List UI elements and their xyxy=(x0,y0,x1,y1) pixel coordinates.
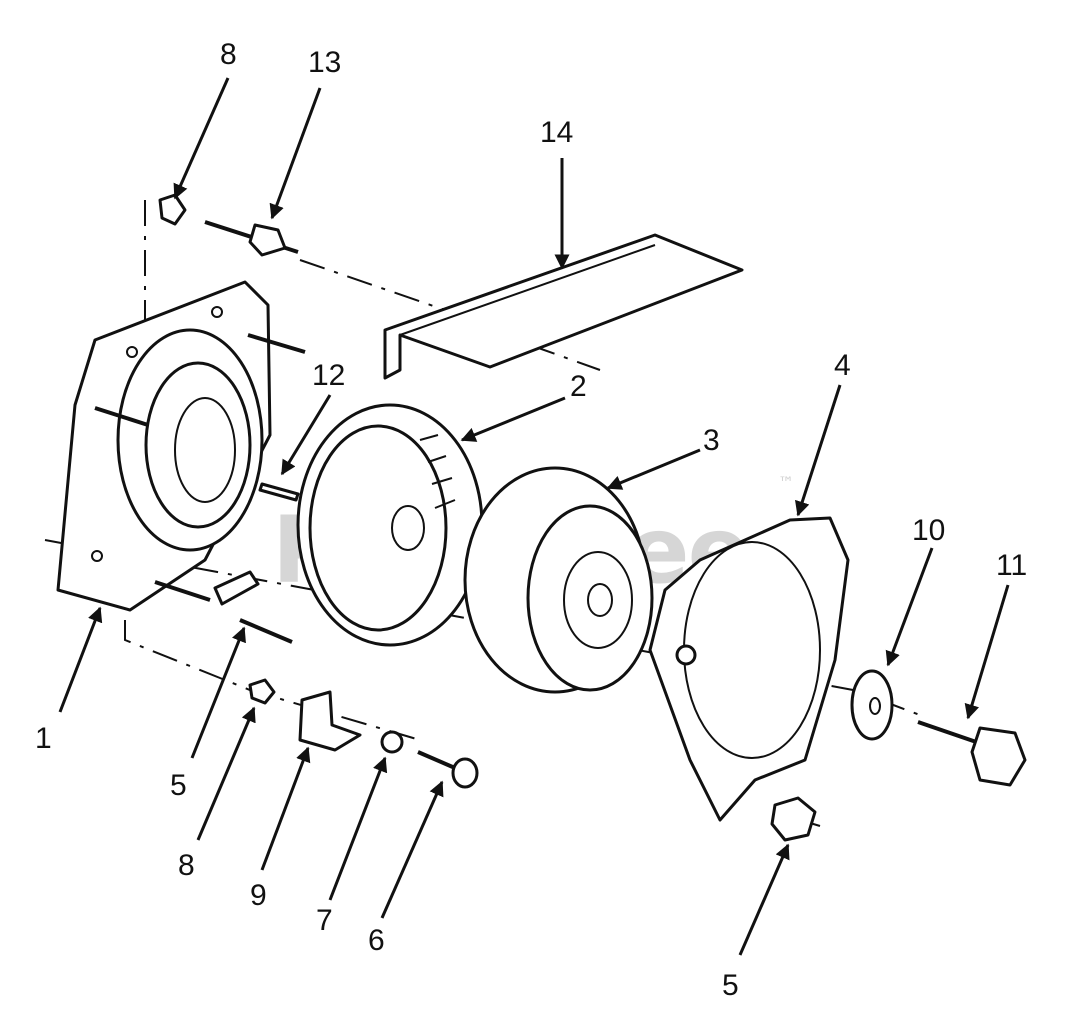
part-10-washer xyxy=(850,669,894,741)
callout-12: 12 xyxy=(312,359,345,392)
callout-10: 10 xyxy=(912,514,945,547)
callout-8-upper: 8 xyxy=(220,38,237,71)
callout-9: 9 xyxy=(250,879,267,912)
callout-1: 1 xyxy=(35,722,52,755)
leader-lines xyxy=(58,77,1010,956)
part-3-pulley xyxy=(463,466,654,694)
callout-13: 13 xyxy=(308,46,341,79)
part-7-washer xyxy=(380,730,404,754)
callout-8-lower: 8 xyxy=(178,849,195,882)
callout-2: 2 xyxy=(570,370,587,403)
part-9-bracket xyxy=(298,690,362,752)
callout-7: 7 xyxy=(316,904,333,937)
callout-6: 6 xyxy=(368,924,385,957)
watermark-trademark: ™ xyxy=(778,473,794,492)
callout-14: 14 xyxy=(540,116,573,149)
part-4-cover xyxy=(648,516,850,822)
part-12-key xyxy=(258,482,300,502)
part-8-nut-lower xyxy=(248,678,276,705)
callout-4: 4 xyxy=(834,349,851,382)
part-14-belt-guard xyxy=(383,233,744,380)
part-5-spring xyxy=(239,618,293,644)
callout-5-left: 5 xyxy=(170,769,187,802)
part-13-stud xyxy=(204,220,299,257)
part-2-pulley xyxy=(296,403,484,647)
callout-3: 3 xyxy=(703,424,720,457)
callout-11: 11 xyxy=(996,549,1027,582)
part-6-bolt xyxy=(417,750,479,789)
part-8-nut-upper xyxy=(158,193,187,226)
callout-5-right: 5 xyxy=(722,969,739,1002)
part-11-bolt xyxy=(917,720,1027,787)
part-5-hex-nut xyxy=(770,796,817,842)
part-1-mounting-plate xyxy=(56,280,306,612)
